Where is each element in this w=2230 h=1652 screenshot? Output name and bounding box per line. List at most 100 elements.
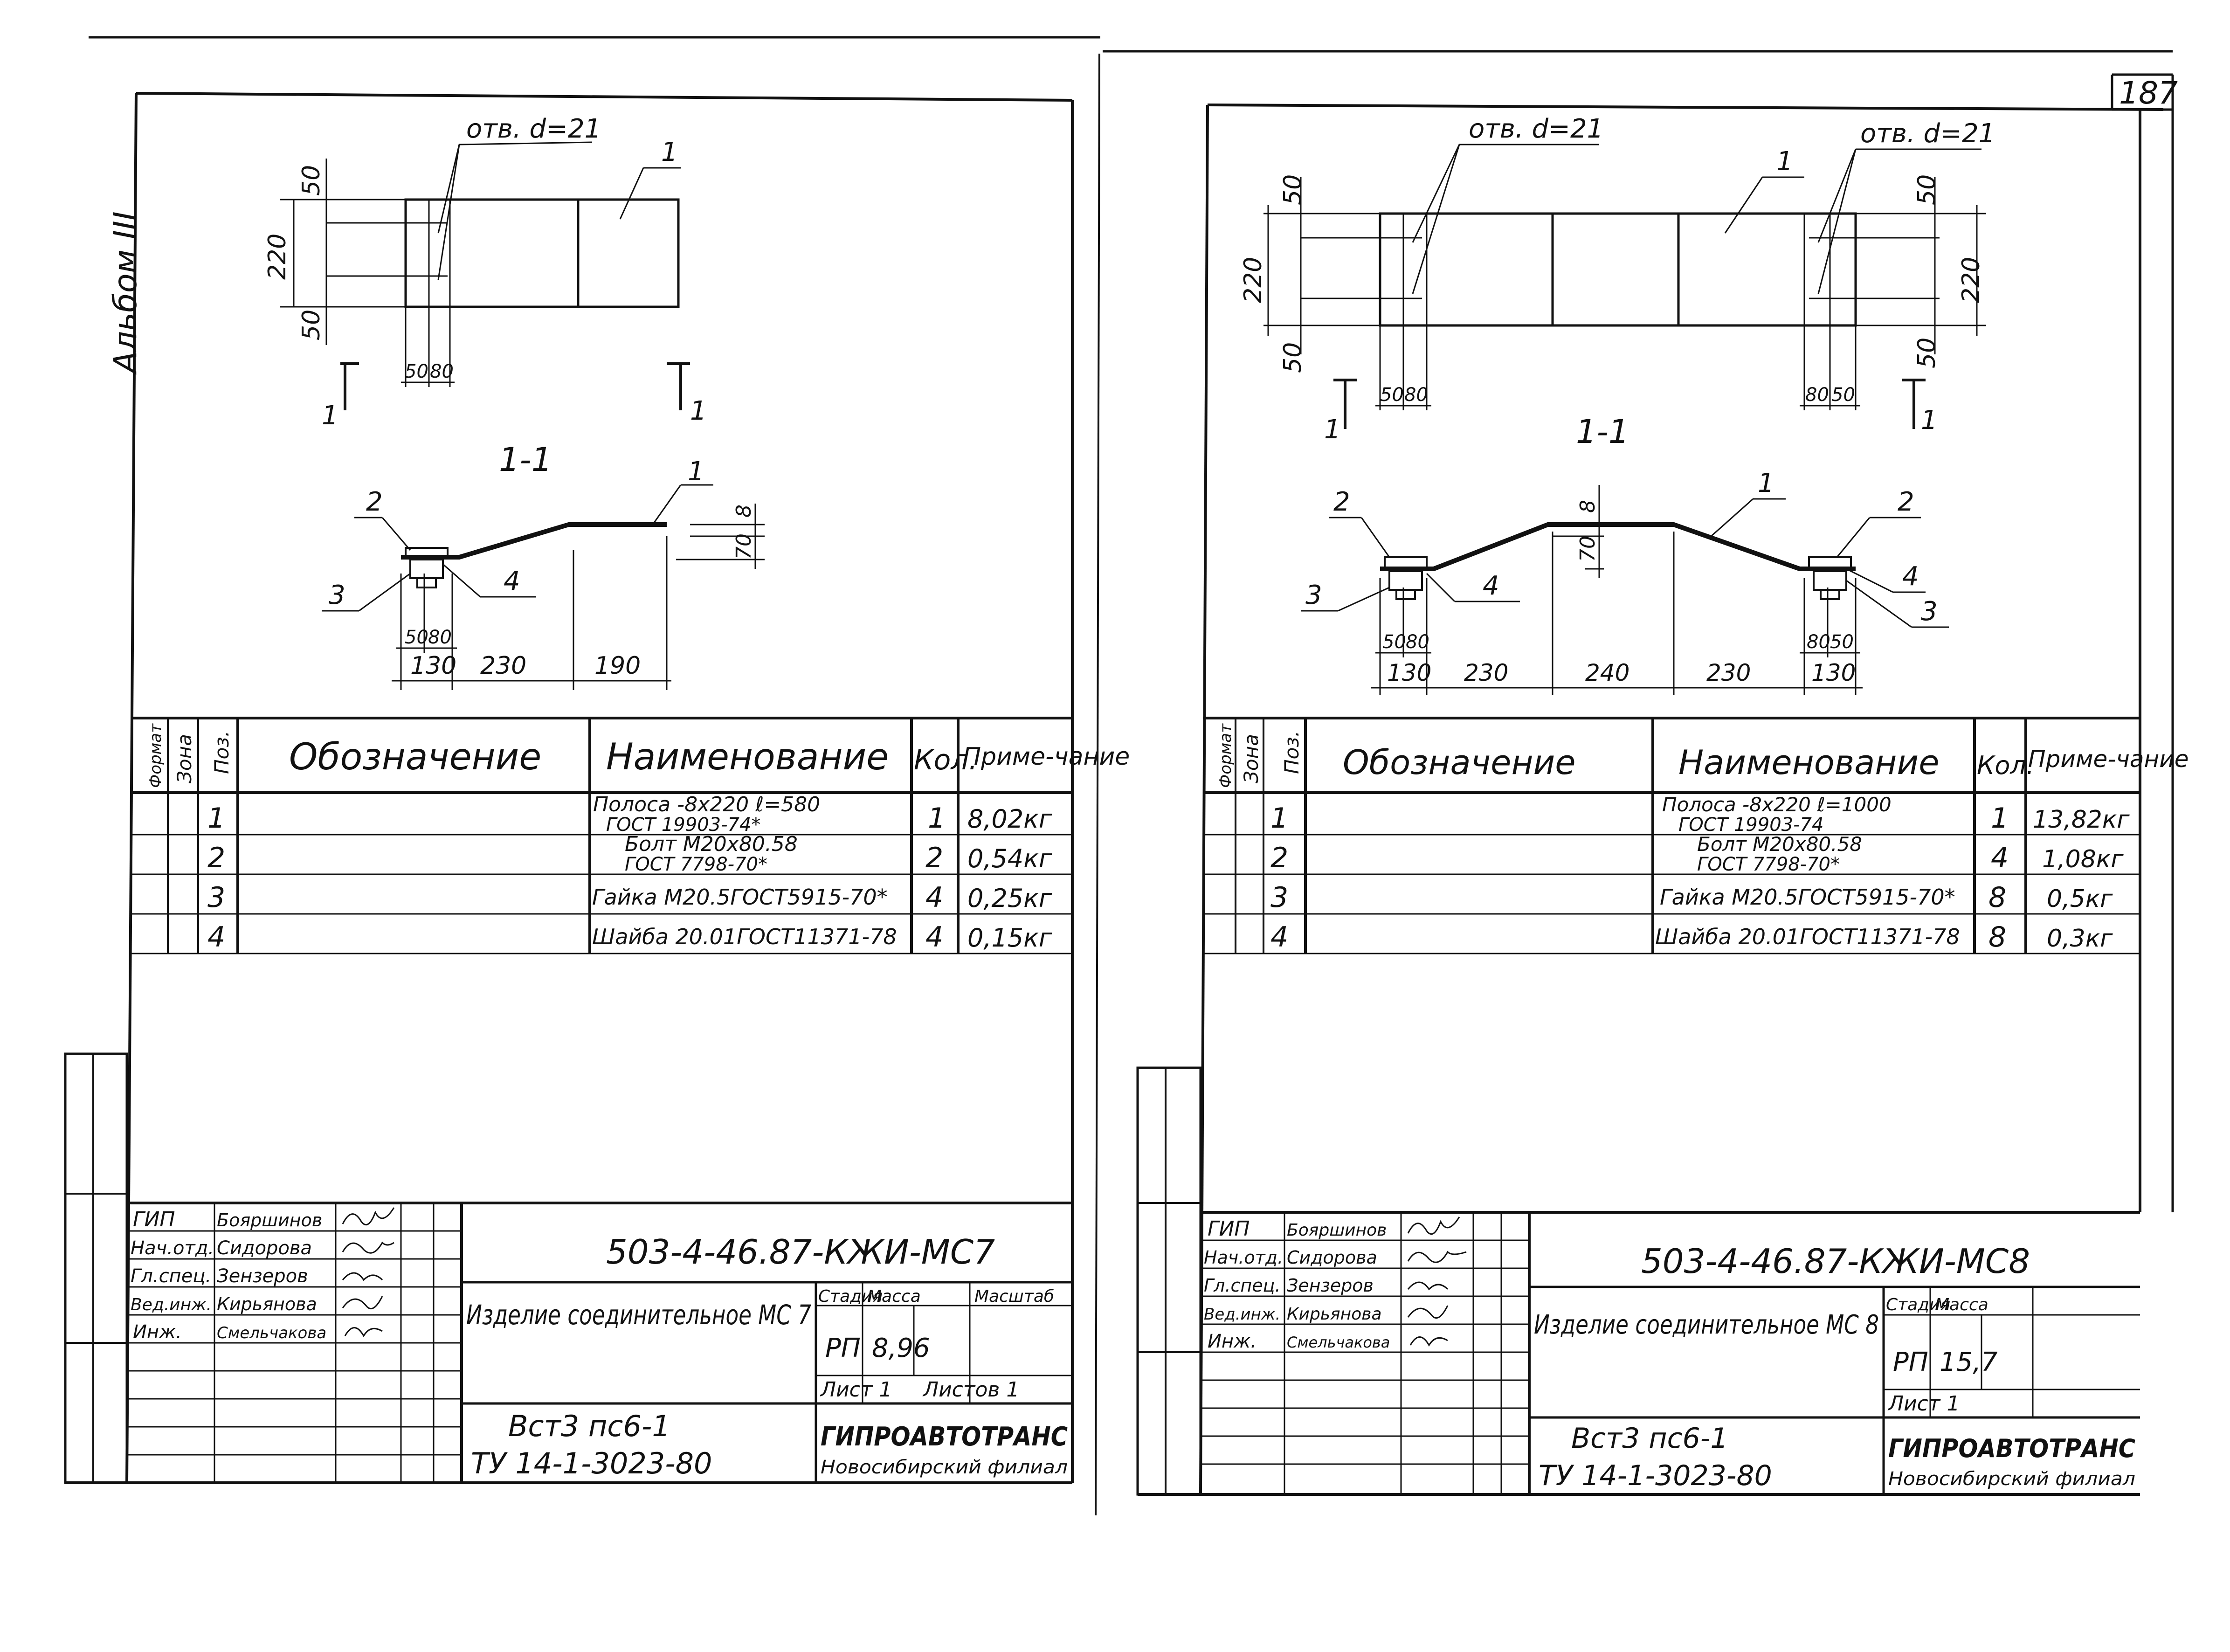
spec-row: 2 Болт М20х80.58 ГОСТ 7798-70* 2 0,54кг: [207, 832, 1052, 875]
signature: [1407, 1281, 1449, 1291]
svg-text:Гайка М20.5ГОСТ5915-70*: Гайка М20.5ГОСТ5915-70*: [1660, 885, 1955, 910]
svg-text:ГОСТ 19903-74*: ГОСТ 19903-74*: [606, 814, 760, 836]
sec-dim-8: 8: [1576, 500, 1600, 513]
sec-pos-3: 3: [1305, 580, 1322, 610]
role: Гл.спец.: [1204, 1275, 1281, 1296]
section-view-mc7: 1-1 50 80 130 230 190 8 70 1 2 3: [322, 441, 765, 690]
role: Нач.отд.: [131, 1237, 214, 1259]
svg-text:Полоса -8х220 ℓ=580: Полоса -8х220 ℓ=580: [593, 793, 820, 816]
signature: [342, 1207, 395, 1226]
svg-text:Шайба 20.01ГОСТ11371-78: Шайба 20.01ГОСТ11371-78: [1655, 924, 1960, 949]
plan-view-mc7: 50 220 50 50 80 отв. d=21 1 1 1: [263, 114, 707, 431]
sec-dim-190: 190: [594, 652, 641, 680]
svg-text:8: 8: [1988, 881, 2006, 914]
svg-text:13,82кг: 13,82кг: [2033, 806, 2130, 834]
material-line-1: Вст3 пс6-1: [1571, 1422, 1728, 1455]
sec-dim-70: 70: [1576, 536, 1600, 562]
material-line-2: ТУ 14-1-3023-80: [1539, 1459, 1772, 1492]
role: Инж.: [133, 1321, 182, 1343]
spec-row: 1 Полоса -8х220 ℓ=580 ГОСТ 19903-74* 1 8…: [207, 793, 1052, 836]
spec-row: 3 Гайка М20.5ГОСТ5915-70* 8 0,5кг: [1270, 881, 2113, 914]
person: Сидорова: [1287, 1247, 1377, 1268]
dim-80: 80: [1404, 384, 1428, 406]
sec-pos-1: 1: [688, 456, 704, 487]
svg-text:4: 4: [207, 921, 225, 954]
dim-50-bottom: 50: [1279, 342, 1307, 373]
sec-dim-230: 230: [1464, 659, 1508, 686]
sec-pos-4: 4: [1483, 571, 1499, 601]
sec-pos-3-right: 3: [1921, 596, 1938, 627]
signature: [342, 1296, 383, 1310]
hdr-designation: Обозначение: [1343, 743, 1576, 782]
role: Вед.инж.: [1204, 1305, 1280, 1324]
left-stamps-mc7: [64, 1052, 128, 1484]
svg-text:2: 2: [207, 842, 225, 874]
svg-text:0,3кг: 0,3кг: [2047, 925, 2113, 953]
spec-row: 4 Шайба 20.01ГОСТ11371-78 8 0,3кг: [1270, 921, 2113, 954]
person: Кирьянова: [1287, 1305, 1382, 1324]
dim-50-top: 50: [297, 165, 325, 196]
hdr-pos: Поз.: [1280, 731, 1303, 774]
cut-mark-left: 1: [1324, 415, 1341, 445]
stage-header: Стадия: [1886, 1295, 1950, 1314]
person: Смельчакова: [1287, 1334, 1390, 1351]
signature: [342, 1241, 394, 1254]
svg-text:4: 4: [1270, 921, 1288, 954]
sec-dim-50: 50: [1382, 631, 1406, 653]
org-name: ГИПРОАВТОТРАНС: [1888, 1434, 2135, 1463]
material-line-2: ТУ 14-1-3023-80: [471, 1446, 712, 1480]
sec-dim-80-right: 80: [1807, 631, 1830, 653]
sec-dim-8: 8: [732, 505, 756, 518]
person: Сидорова: [217, 1237, 312, 1259]
spec-table-mc8: Формат Зона Поз. Обозначение Наименовани…: [1203, 717, 2189, 954]
svg-text:1: 1: [1270, 802, 1288, 835]
hdr-qty: Кол.: [914, 744, 978, 776]
role: Инж.: [1208, 1331, 1257, 1352]
sec-dim-80: 80: [1406, 631, 1429, 653]
hdr-zone: Зона: [1240, 734, 1263, 783]
sec-pos-3: 3: [329, 580, 345, 610]
signature: [344, 1327, 383, 1337]
signature: [1407, 1217, 1460, 1235]
dim-220: 220: [263, 234, 291, 280]
doc-code: 503-4-46.87-КЖИ-МС7: [606, 1232, 995, 1272]
svg-text:1: 1: [207, 802, 225, 835]
sec-dim-230-right: 230: [1706, 659, 1751, 686]
sheet-mc7: Альбом III 50 220 50 50 80 отв. d=21: [64, 92, 1130, 1484]
sec-dim-130-right: 130: [1811, 659, 1856, 686]
sec-pos-4-right: 4: [1902, 561, 1919, 592]
hole-label-right: отв. d=21: [1860, 118, 1995, 149]
hole-label: отв. d=21: [466, 114, 601, 144]
svg-text:2: 2: [925, 842, 943, 874]
left-stamps-mc8: [1136, 1066, 1202, 1496]
sec-pos-1: 1: [1758, 468, 1774, 498]
scale-header: Масштаб: [974, 1287, 1054, 1306]
dim-50: 50: [1380, 384, 1404, 406]
dim-50: 50: [405, 361, 428, 382]
title-block-mc7: ГИП Нач.отд. Гл.спец. Вед.инж. Инж. Бояр…: [127, 1202, 1072, 1483]
role: Гл.спец.: [131, 1265, 211, 1287]
signature: [1407, 1305, 1449, 1319]
svg-text:0,15кг: 0,15кг: [967, 923, 1052, 953]
svg-text:Полоса -8х220 ℓ=1000: Полоса -8х220 ℓ=1000: [1662, 793, 1892, 816]
sec-dim-230: 230: [480, 652, 526, 680]
org-name: ГИПРОАВТОТРАНС: [821, 1422, 1068, 1452]
sheet-label: Лист 1: [820, 1378, 892, 1402]
sec-dim-240: 240: [1585, 659, 1629, 686]
svg-text:Гайка М20.5ГОСТ5915-70*: Гайка М20.5ГОСТ5915-70*: [592, 885, 888, 910]
stage-value: РП: [1893, 1347, 1928, 1377]
dim-220-right: 220: [1957, 257, 1985, 303]
mass-value: 15,7: [1940, 1347, 1998, 1377]
sec-pos-2: 2: [1333, 487, 1350, 517]
person: Бояршинов: [1287, 1221, 1387, 1240]
role: ГИП: [133, 1208, 175, 1231]
signature: [342, 1272, 383, 1281]
person: Кирьянова: [217, 1294, 317, 1314]
hdr-qty: Кол.: [1977, 751, 2034, 780]
plan-pos-1: 1: [661, 137, 678, 167]
mass-value: 8,96: [872, 1333, 930, 1363]
hdr-note: Приме-чание: [2028, 746, 2189, 773]
hdr-format: Формат: [1216, 723, 1235, 788]
sec-dim-50: 50: [405, 627, 428, 648]
section-view-mc8: 1-1 50 80 80 50 130 230 240 230 130: [1301, 413, 1949, 695]
